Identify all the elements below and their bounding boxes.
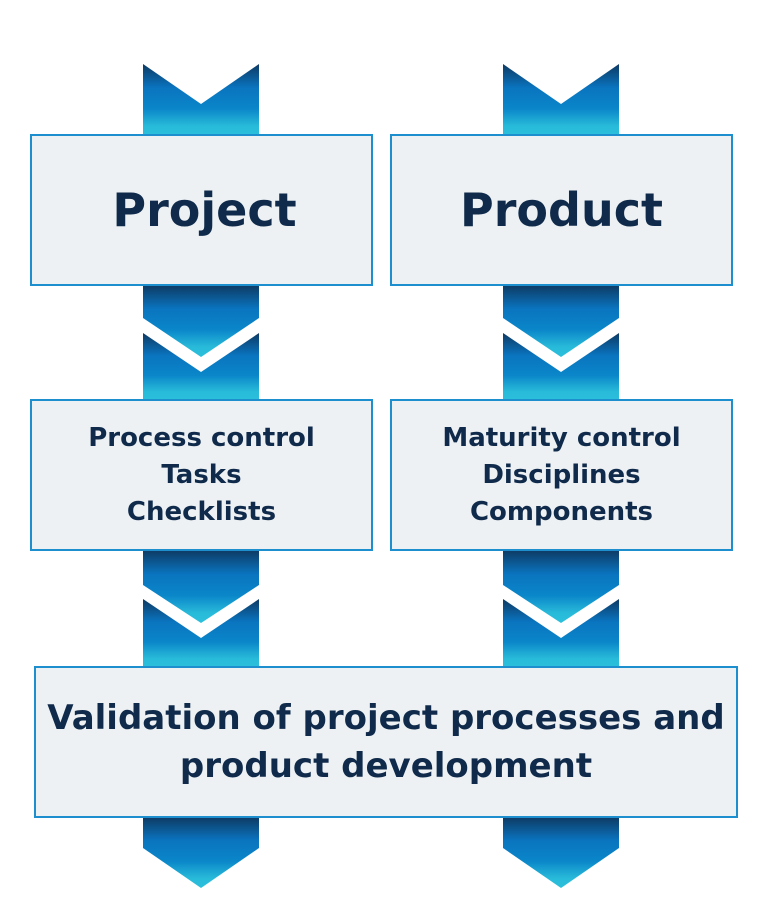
product-chevron-2 [503,599,619,668]
project-detail-item: Tasks [161,459,242,490]
validation-text-line-1: Validation of project processes and [47,698,725,738]
product-detail-item: Disciplines [482,459,641,490]
project-details-box: Process control Tasks Checklists [30,399,373,551]
product-details-box: Maturity control Disciplines Components [390,399,733,551]
product-detail-item: Maturity control [442,422,681,453]
product-chevron-1 [503,333,619,401]
validation-text-line-2: product development [179,746,593,786]
product-arrow-top-segment [503,64,619,136]
product-title: Product [460,183,663,237]
project-arrow-head [143,817,259,888]
project-title: Project [112,183,297,237]
product-arrow [503,64,619,888]
product-arrow-lower-segment [503,550,619,623]
validation-box: Validation of project processes and prod… [34,666,738,818]
project-arrow [143,64,259,888]
product-box: Product [390,134,733,286]
project-arrow-lower-segment [143,550,259,623]
project-detail-item: Checklists [126,496,277,527]
product-arrow-middle-segment [503,285,619,357]
project-detail-item: Process control [88,422,315,453]
project-box: Project [30,134,373,286]
product-arrow-head [503,817,619,888]
project-arrow-middle-segment [143,285,259,357]
project-chevron-1 [143,333,259,401]
project-chevron-2 [143,599,259,668]
product-detail-item: Components [469,496,654,527]
project-arrow-top-segment [143,64,259,136]
